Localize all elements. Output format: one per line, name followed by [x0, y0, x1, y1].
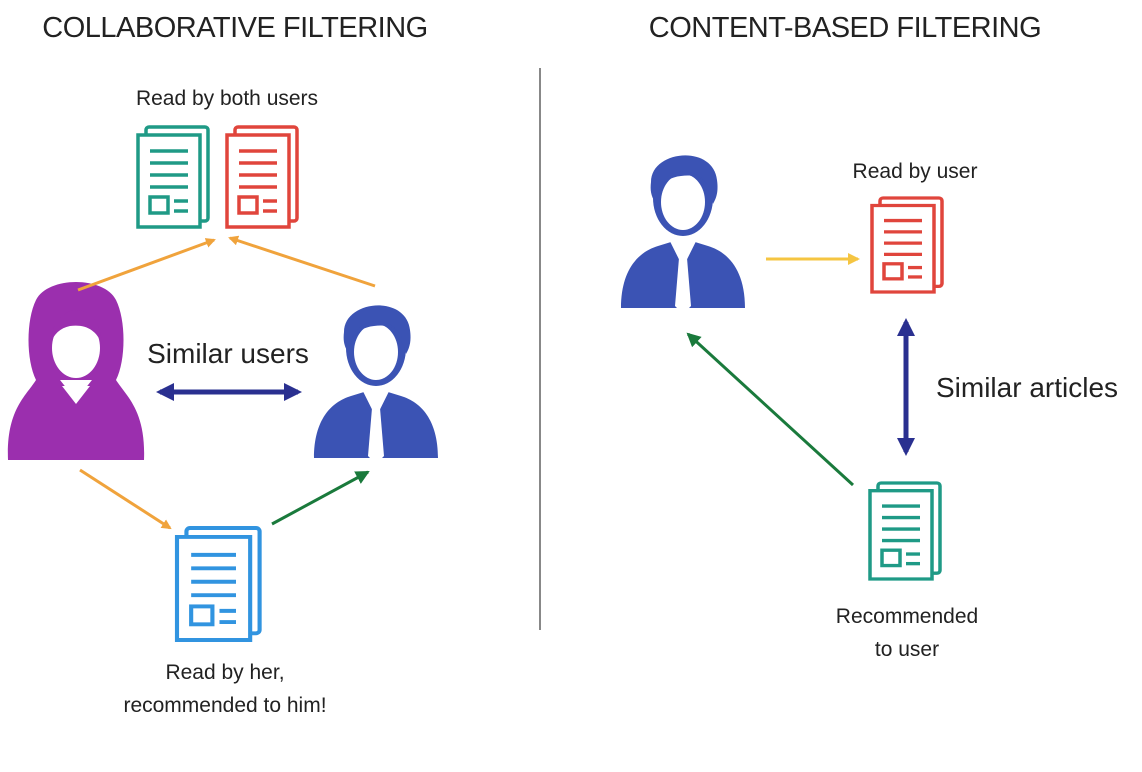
caption-line-2: recommended to him!	[123, 694, 327, 717]
arrow-man-to-docs	[228, 235, 376, 288]
recommended-to-him-caption: Read by her, recommended to him!	[80, 656, 370, 722]
document-icon	[177, 528, 260, 640]
caption-line-2: to user	[874, 638, 940, 661]
document-icon	[868, 481, 942, 581]
woman-user-icon	[7, 282, 145, 460]
read-by-both-caption: Read by both users	[135, 87, 319, 110]
read-by-user-caption: Read by user	[852, 160, 978, 183]
arrow-woman-to-blue-doc	[79, 468, 172, 530]
caption-line-1: Recommended	[835, 605, 979, 628]
document-icon	[225, 125, 299, 229]
left-panel-title: COLLABORATIVE FILTERING	[42, 12, 428, 44]
arrow-recommended-to-user	[686, 332, 855, 487]
man-user-icon	[312, 303, 440, 466]
arrow-woman-to-docs	[77, 238, 216, 292]
document-icon	[136, 125, 210, 229]
caption-line-1: Read by her,	[165, 661, 285, 684]
recommended-to-user-caption: Recommended to user	[800, 600, 1014, 666]
similar-articles-label: Similar articles	[935, 372, 1119, 403]
document-icon	[870, 196, 944, 294]
arrow-blue-doc-to-man	[271, 470, 370, 526]
right-panel-title: CONTENT-BASED FILTERING	[648, 12, 1042, 44]
similar-users-label: Similar users	[147, 338, 309, 369]
man-user-icon	[619, 153, 747, 316]
